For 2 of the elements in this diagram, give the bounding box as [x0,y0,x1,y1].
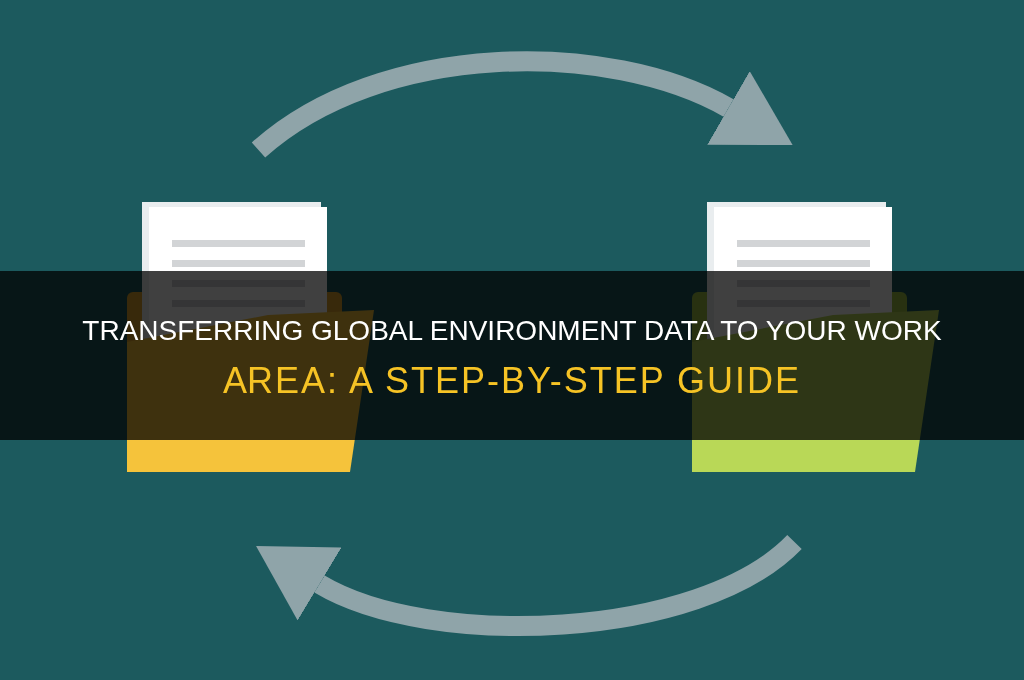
title: TRANSFERRING GLOBAL ENVIRONMENT DATA TO YOUR WORK AREA: A STEP-BY-STEP GUIDE [81,313,943,403]
curved-arrow [252,51,795,158]
